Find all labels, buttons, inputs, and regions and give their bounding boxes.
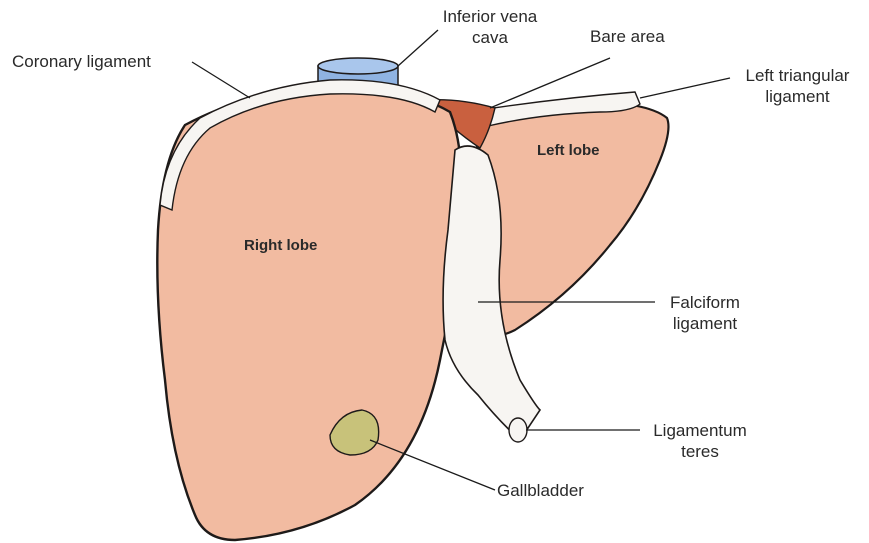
label-left-triangular-ligament: Left triangular ligament [725,65,869,107]
label-inferior-vena-cava-line1: Inferior vena [440,6,540,27]
label-inferior-vena-cava: Inferior vena cava [440,6,540,48]
label-falciform-ligament-line2: ligament [655,313,755,334]
leader-left-triangular-ligament [640,78,730,98]
label-bare-area: Bare area [590,26,665,47]
label-right-lobe: Right lobe [244,235,317,256]
label-gallbladder: Gallbladder [497,480,584,501]
label-ligamentum-teres-line2: teres [640,441,760,462]
label-coronary-ligament: Coronary ligament [12,51,151,72]
ligamentum-teres-end [509,418,527,442]
label-inferior-vena-cava-line2: cava [440,27,540,48]
label-left-triangular-ligament-line2: ligament [725,86,869,107]
label-left-lobe: Left lobe [537,140,600,161]
leader-inferior-vena-cava [398,30,438,66]
label-falciform-ligament-line1: Falciform [655,292,755,313]
leader-coronary-ligament [192,62,250,98]
right-lobe [157,88,461,540]
label-ligamentum-teres: Ligamentum teres [640,420,760,462]
label-falciform-ligament: Falciform ligament [655,292,755,334]
label-left-triangular-ligament-line1: Left triangular [725,65,869,86]
label-ligamentum-teres-line1: Ligamentum [640,420,760,441]
